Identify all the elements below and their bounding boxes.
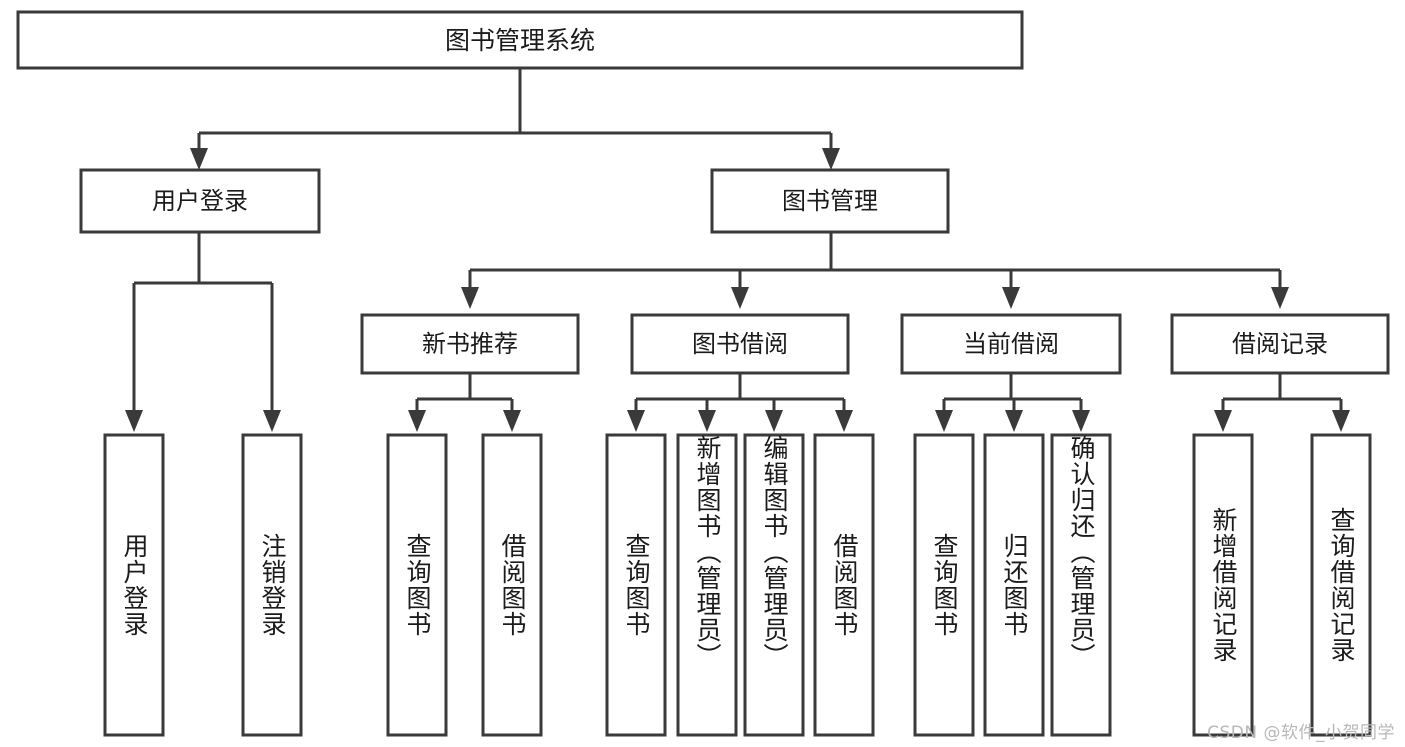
- node-leaf-edit-book[interactable]: [743, 433, 805, 737]
- watermark-text: CSDN @软件_小贺同学: [1207, 723, 1395, 743]
- connectors-borrowrecord-to-leaves: [1214, 373, 1350, 432]
- node-current-borrow-label: 当前借阅: [963, 330, 1059, 358]
- node-book-borrow[interactable]: 图书借阅: [630, 313, 850, 375]
- node-new-book-recommend-label: 新书推荐: [422, 330, 518, 358]
- node-borrow-record[interactable]: 借阅记录: [1170, 313, 1390, 375]
- node-borrow-record-label: 借阅记录: [1232, 330, 1328, 358]
- node-root-label: 图书管理系统: [445, 26, 595, 55]
- node-current-borrow[interactable]: 当前借阅: [900, 313, 1122, 375]
- node-leaf-borrow-book-1[interactable]: [481, 433, 543, 737]
- connectors-userlogin-to-leaves: [125, 232, 281, 432]
- node-leaf-return-book[interactable]: [983, 433, 1045, 737]
- node-leaf-user-login[interactable]: [103, 433, 165, 737]
- node-book-manage[interactable]: 图书管理: [710, 168, 950, 234]
- node-leaf-query-record[interactable]: [1310, 433, 1372, 737]
- connectors-currentborrow-to-leaves: [935, 373, 1090, 432]
- connectors-bookmanage-to-level2: [461, 232, 1289, 309]
- node-new-book-recommend[interactable]: 新书推荐: [360, 313, 580, 375]
- connectors-root-to-level1: [190, 68, 840, 170]
- connectors-newbook-to-leaves: [408, 373, 521, 432]
- connectors-bookborrow-to-leaves: [627, 373, 853, 432]
- node-leaf-confirm-return[interactable]: [1050, 433, 1112, 737]
- node-root[interactable]: 图书管理系统: [16, 10, 1024, 70]
- node-book-borrow-label: 图书借阅: [692, 330, 788, 358]
- node-leaf-add-record[interactable]: [1192, 433, 1254, 737]
- node-leaf-logout[interactable]: [241, 433, 303, 737]
- node-user-login-label: 用户登录: [152, 187, 248, 215]
- node-user-login[interactable]: 用户登录: [79, 168, 321, 234]
- node-leaf-query-book-3[interactable]: [913, 433, 975, 737]
- node-leaf-add-book[interactable]: [676, 433, 738, 737]
- node-leaf-query-book-2[interactable]: [605, 433, 667, 737]
- node-book-manage-label: 图书管理: [782, 187, 878, 215]
- node-leaf-query-book-1[interactable]: [386, 433, 448, 737]
- node-leaf-borrow-book-2[interactable]: [813, 433, 875, 737]
